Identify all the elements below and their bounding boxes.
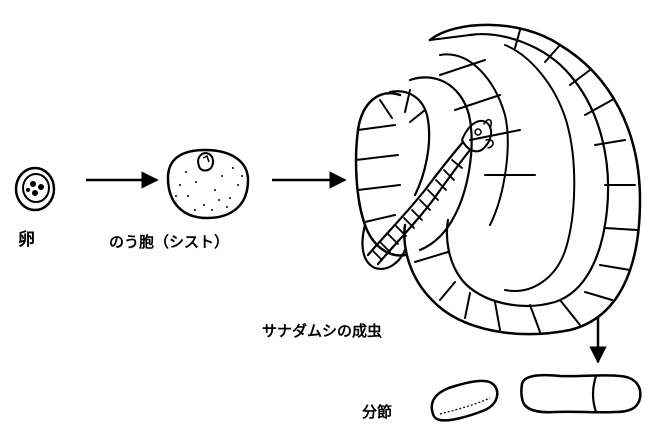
cyst-label: のう胞（シスト） — [109, 235, 229, 250]
egg-drawing — [16, 168, 54, 210]
adult-tapeworm-drawing — [356, 25, 640, 334]
cyst-drawing — [168, 150, 248, 218]
detached-segments-drawing — [432, 375, 641, 420]
egg-label: 卵 — [18, 232, 35, 249]
adult-tapeworm-label: サナダムシの成虫 — [262, 324, 382, 339]
segment-label: 分節 — [362, 405, 392, 420]
